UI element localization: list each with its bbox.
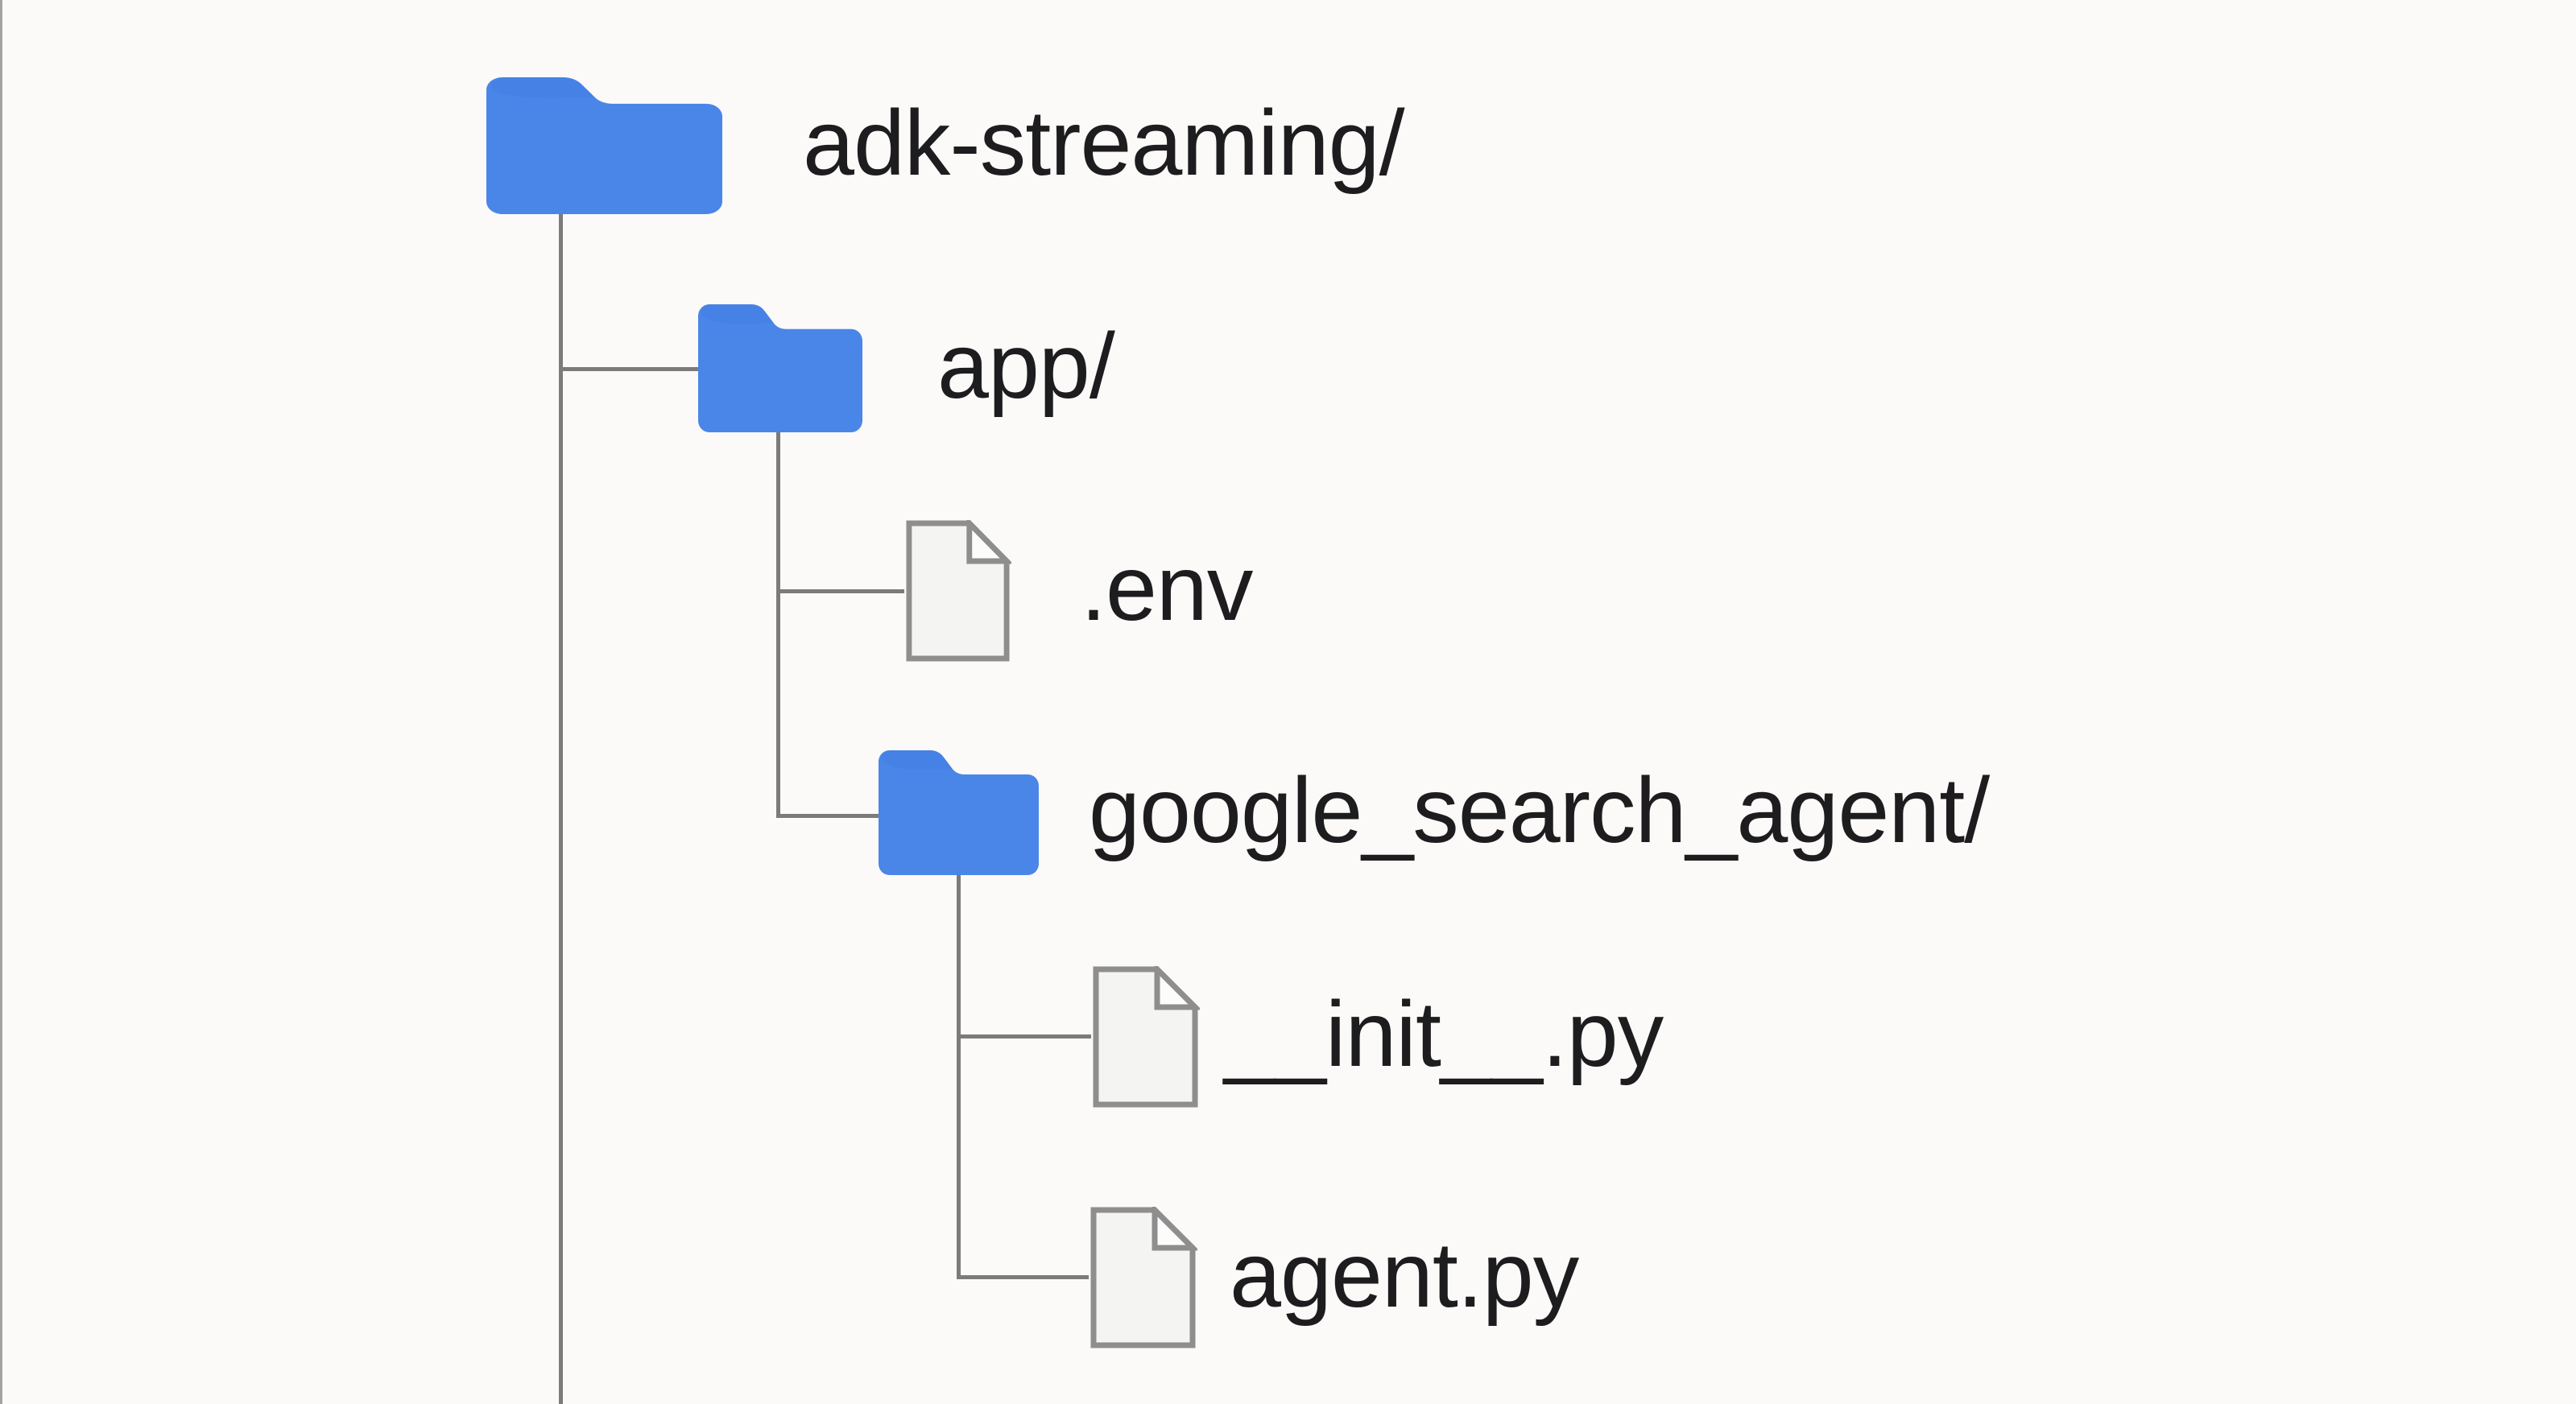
tree-node-label-init-py: __init__.py [1224, 983, 1664, 1087]
connector-init-py [957, 1034, 1091, 1039]
tree-node-label-adk-streaming: adk-streaming/ [803, 92, 1405, 196]
tree-node-label-app: app/ [937, 315, 1115, 419]
trunk-app [776, 432, 780, 818]
connector-google-search-agent [776, 814, 879, 818]
image-left-border [0, 0, 2, 1404]
file-icon [1089, 1207, 1197, 1348]
folder-icon [486, 77, 722, 214]
tree-node-label-agent-py: agent.py [1230, 1224, 1579, 1328]
connector-agent-py [957, 1275, 1089, 1279]
file-icon [904, 520, 1011, 662]
connector-env [776, 589, 904, 593]
tree-node-label-google-search-agent: google_search_agent/ [1089, 759, 1990, 863]
trunk-adk-streaming [559, 214, 563, 1404]
connector-app [559, 367, 698, 371]
folder-icon [879, 750, 1039, 875]
file-icon [1091, 966, 1200, 1108]
trunk-google-search-agent [957, 875, 961, 1279]
tree-node-label-env: .env [1081, 537, 1253, 641]
folder-icon [698, 304, 862, 432]
